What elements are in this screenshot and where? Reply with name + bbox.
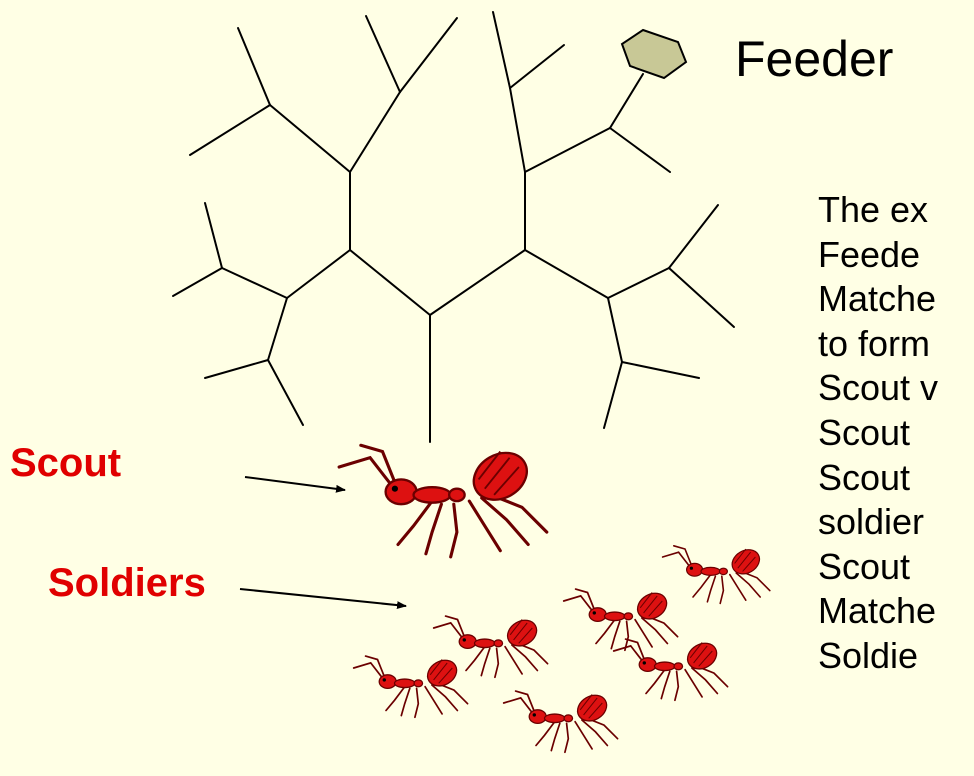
scout-ant-icon xyxy=(339,444,547,557)
soldier-ant-icon xyxy=(614,638,728,700)
feeder-icon xyxy=(622,30,686,78)
description-line: soldier xyxy=(818,500,938,545)
tunnel-network xyxy=(173,12,734,442)
soldier-ants xyxy=(354,545,770,752)
description-line: to form xyxy=(818,322,938,367)
soldier-ant-icon xyxy=(663,545,770,603)
description-line: Scout v xyxy=(818,366,938,411)
description-text: The ex Feede Matche to form Scout v Scou… xyxy=(818,188,938,679)
description-line: Scout xyxy=(818,411,938,456)
soldier-ant-icon xyxy=(354,655,468,717)
description-line: Feede xyxy=(818,233,938,278)
description-line: Matche xyxy=(818,589,938,634)
soldiers-arrow xyxy=(240,589,406,606)
description-line: The ex xyxy=(818,188,938,233)
soldier-ant-icon xyxy=(564,588,678,650)
soldiers-label: Soldiers xyxy=(48,561,206,606)
description-line: Scout xyxy=(818,545,938,590)
scout-arrow xyxy=(245,477,345,490)
description-line: Soldie xyxy=(818,634,938,679)
description-line: Matche xyxy=(818,277,938,322)
scout-label: Scout xyxy=(10,441,121,486)
soldier-ant-icon xyxy=(504,690,618,752)
feeder-label: Feeder xyxy=(735,30,893,88)
description-line: Scout xyxy=(818,456,938,501)
